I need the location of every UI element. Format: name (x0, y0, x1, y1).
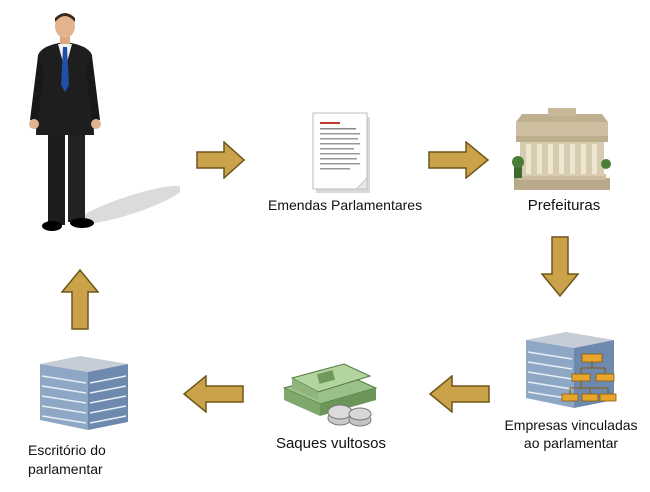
money-bundles-icon (278, 358, 382, 430)
empresas-label-line1: Empresas vinculadas (504, 417, 638, 433)
escritorio-label-line1: Escritório do (28, 442, 106, 458)
saques-label: Saques vultosos (275, 435, 387, 452)
document-icon (312, 112, 374, 196)
arrow-right-2 (428, 141, 490, 179)
businessman-icon (20, 10, 180, 235)
arrow-left-1 (428, 375, 490, 413)
prefeituras-label: Prefeituras (527, 197, 601, 214)
org-chart-building-icon (522, 328, 618, 416)
office-building-icon (36, 352, 132, 432)
arrow-up (61, 268, 99, 330)
arrow-left-2 (182, 375, 244, 413)
city-hall-icon (512, 104, 612, 192)
arrow-down (541, 236, 579, 298)
empresas-label-line2: ao parlamentar (523, 435, 619, 451)
emendas-label: Emendas Parlamentares (268, 197, 423, 213)
arrow-right-1 (196, 141, 246, 179)
escritorio-label-line2: parlamentar (28, 461, 103, 477)
